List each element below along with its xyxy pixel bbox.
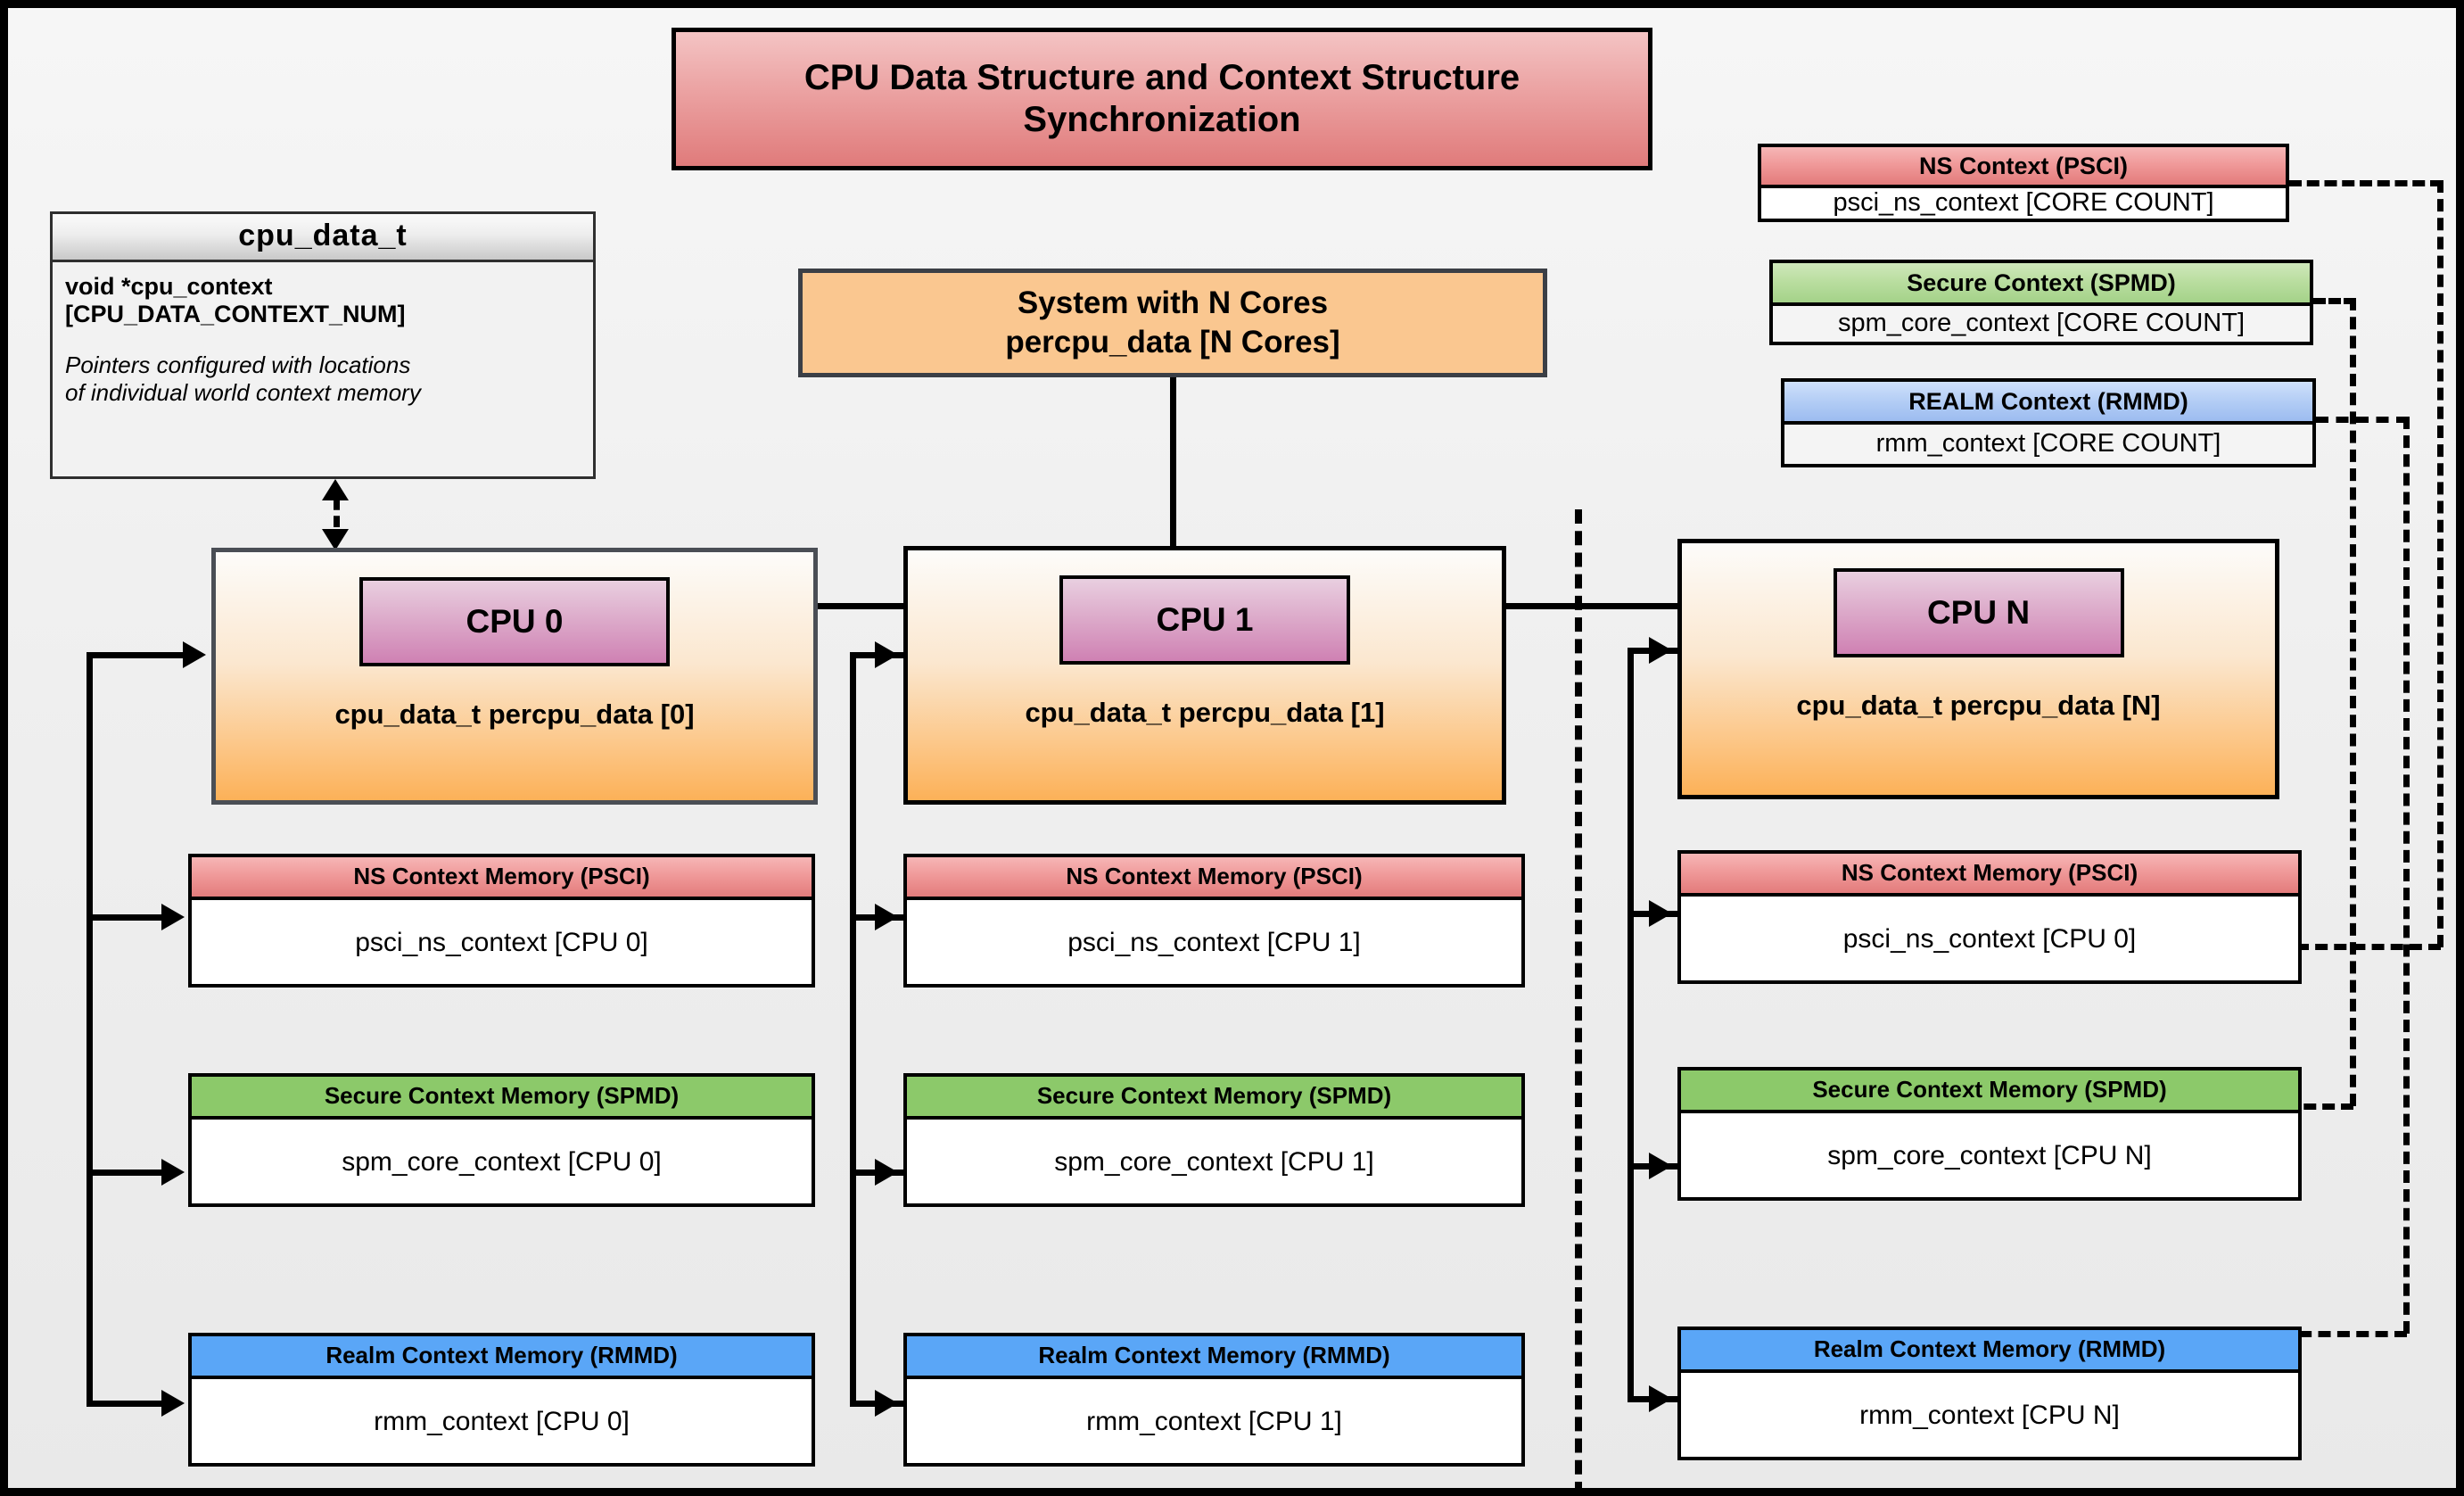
cpu1-context-realm-body: rmm_context [CPU 1] xyxy=(907,1379,1521,1463)
global-context-secure-header: Secure Context (SPMD) xyxy=(1773,263,2310,306)
cpu0-context-secure-body: spm_core_context [CPU 0] xyxy=(192,1120,812,1203)
dashed-realm-top xyxy=(2316,417,2409,423)
cpu0-context-realm: Realm Context Memory (RMMD) rmm_context … xyxy=(188,1333,815,1467)
cpu-data-t-box: cpu_data_t void *cpu_context [CPU_DATA_C… xyxy=(50,211,596,479)
cpu0-arm-secure xyxy=(87,1170,165,1176)
cpu1-context-secure-body: spm_core_context [CPU 1] xyxy=(907,1120,1521,1203)
cpu1-context-secure: Secure Context Memory (SPMD) spm_core_co… xyxy=(903,1073,1525,1207)
cpun-context-secure: Secure Context Memory (SPMD) spm_core_co… xyxy=(1677,1067,2302,1201)
cpu0-context-realm-header: Realm Context Memory (RMMD) xyxy=(192,1336,812,1379)
global-context-secure: Secure Context (SPMD) spm_core_context [… xyxy=(1769,260,2313,345)
system-line1: System with N Cores xyxy=(1017,285,1329,321)
cpu-data-t-note-line1: Pointers configured with locations xyxy=(65,351,411,378)
global-context-realm-body: rmm_context [CORE COUNT] xyxy=(1784,425,2312,464)
cpun-context-ns: NS Context Memory (PSCI) psci_ns_context… xyxy=(1677,850,2302,984)
cpu0-arm-realm xyxy=(87,1401,165,1407)
global-context-realm: REALM Context (RMMD) rmm_context [CORE C… xyxy=(1781,378,2316,467)
cpu0-context-ns-header: NS Context Memory (PSCI) xyxy=(192,857,812,900)
cpu-caption-1: cpu_data_t percpu_data [1] xyxy=(1025,697,1385,728)
cpu0-spine xyxy=(87,652,93,1407)
cpun-context-realm: Realm Context Memory (RMMD) rmm_context … xyxy=(1677,1327,2302,1460)
cpu0-context-secure-header: Secure Context Memory (SPMD) xyxy=(192,1077,812,1120)
system-box: System with N Cores percpu_data [N Cores… xyxy=(798,269,1547,377)
cpu0-arrow-panel xyxy=(183,641,206,668)
cpu-panel-1: CPU 1 cpu_data_t percpu_data [1] xyxy=(903,546,1506,805)
global-context-ns-header: NS Context (PSCI) xyxy=(1761,147,2286,188)
cpu-panel-n: CPU N cpu_data_t percpu_data [N] xyxy=(1677,539,2279,799)
dashed-realm-vert xyxy=(2403,417,2410,1334)
cpu-data-t-field-line1: void *cpu_context xyxy=(65,273,273,300)
global-context-ns-body: psci_ns_context [CORE COUNT] xyxy=(1761,188,2286,219)
cpun-arrow-secure xyxy=(1649,1153,1672,1179)
cpu0-context-ns: NS Context Memory (PSCI) psci_ns_context… xyxy=(188,854,815,988)
cpu1-context-ns: NS Context Memory (PSCI) psci_ns_context… xyxy=(903,854,1525,988)
cpu0-arm-panel xyxy=(87,652,188,658)
cpun-context-secure-header: Secure Context Memory (SPMD) xyxy=(1681,1070,2298,1113)
dashed-secure-vert xyxy=(2350,298,2356,1106)
column-divider xyxy=(1575,509,1582,1488)
cpu0-context-secure: Secure Context Memory (SPMD) spm_core_co… xyxy=(188,1073,815,1207)
cpun-context-ns-body: psci_ns_context [CPU 0] xyxy=(1681,897,2298,980)
cpu1-arrow-ns xyxy=(875,904,898,930)
cpu-data-t-field-line2: [CPU_DATA_CONTEXT_NUM] xyxy=(65,300,406,327)
system-line2: percpu_data [N Cores] xyxy=(1005,325,1340,360)
cpu-data-t-header: cpu_data_t xyxy=(53,214,593,262)
global-context-secure-body: spm_core_context [CORE COUNT] xyxy=(1773,306,2310,342)
cpu0-context-realm-body: rmm_context [CPU 0] xyxy=(192,1379,812,1463)
cpu-data-t-note-line2: of individual world context memory xyxy=(65,378,421,406)
cpun-context-realm-header: Realm Context Memory (RMMD) xyxy=(1681,1330,2298,1373)
cpu-tag-1: CPU 1 xyxy=(1059,575,1350,665)
cpun-context-realm-body: rmm_context [CPU N] xyxy=(1681,1373,2298,1457)
cpun-spine xyxy=(1628,648,1634,1402)
cpu1-arrow-secure xyxy=(875,1159,898,1186)
tree-trunk xyxy=(1170,377,1176,609)
cpu0-arrow-secure xyxy=(161,1159,185,1186)
cpun-context-ns-header: NS Context Memory (PSCI) xyxy=(1681,854,2298,897)
dashed-ns-vert xyxy=(2437,180,2443,947)
cpu1-arrow-realm xyxy=(875,1390,898,1417)
cpu-tag-0: CPU 0 xyxy=(359,577,670,666)
cpu0-arm-ns xyxy=(87,914,165,921)
cpu1-context-realm-header: Realm Context Memory (RMMD) xyxy=(907,1336,1521,1379)
cpu1-spine xyxy=(850,652,856,1407)
cpu1-context-ns-header: NS Context Memory (PSCI) xyxy=(907,857,1521,900)
cpu0-arrow-realm xyxy=(161,1390,185,1417)
dashed-ns-top xyxy=(2289,180,2443,186)
cpun-arrow-realm xyxy=(1649,1385,1672,1412)
cpu-caption-n: cpu_data_t percpu_data [N] xyxy=(1796,690,2161,721)
page-title: CPU Data Structure and Context Structure… xyxy=(672,28,1652,170)
cpu1-context-secure-header: Secure Context Memory (SPMD) xyxy=(907,1077,1521,1120)
dashed-secure-top xyxy=(2313,298,2356,304)
cpu1-context-ns-body: psci_ns_context [CPU 1] xyxy=(907,900,1521,984)
cpun-arrow-panel xyxy=(1649,637,1672,664)
cpu-data-t-link-arrow xyxy=(322,479,349,550)
global-context-realm-header: REALM Context (RMMD) xyxy=(1784,382,2312,425)
global-context-ns: NS Context (PSCI) psci_ns_context [CORE … xyxy=(1758,144,2289,222)
cpu-tag-n: CPU N xyxy=(1833,568,2124,657)
cpu-panel-0: CPU 0 cpu_data_t percpu_data [0] xyxy=(211,548,818,805)
cpu1-arrow-panel xyxy=(875,641,898,668)
cpu-caption-0: cpu_data_t percpu_data [0] xyxy=(334,698,695,730)
cpu0-arrow-ns xyxy=(161,904,185,930)
cpu1-context-realm: Realm Context Memory (RMMD) rmm_context … xyxy=(903,1333,1525,1467)
cpu0-context-ns-body: psci_ns_context [CPU 0] xyxy=(192,900,812,984)
cpun-context-secure-body: spm_core_context [CPU N] xyxy=(1681,1113,2298,1197)
cpun-arrow-ns xyxy=(1649,900,1672,927)
